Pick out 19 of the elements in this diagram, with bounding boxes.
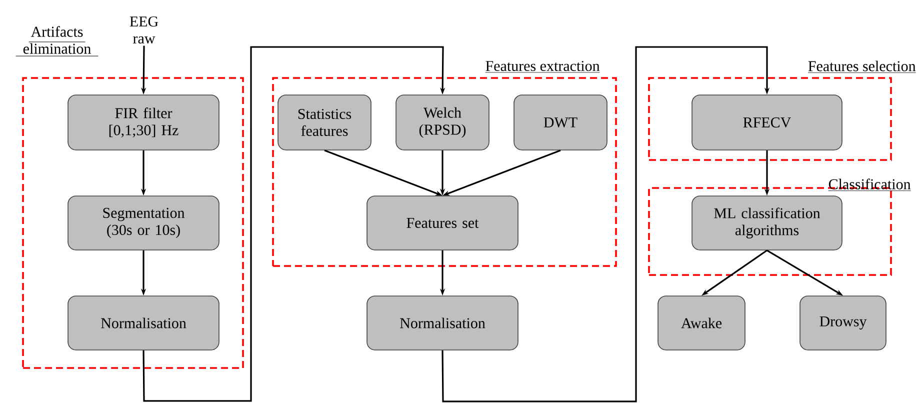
process-box: Statistics features [278,94,372,150]
input-label: EEG raw [130,16,158,44]
node-label: Artifacts elimination [23,26,91,54]
process-box: Normalisation [366,296,518,350]
arrow [142,46,446,402]
process-box: ML classification algorithms [692,196,842,250]
process-box: Welch (RPSD) [396,94,490,150]
node-label: Features selection [808,60,916,72]
process-box: RFECV [692,94,842,150]
node-label: Classification [828,178,911,190]
process-box: DWT [514,94,608,150]
process-box: Normalisation [68,296,220,350]
process-box: Features set [366,196,518,250]
arrow [442,46,770,402]
process-box: FIR filter [0,1;30] Hz [68,94,220,150]
process-box: Drowsy [800,296,886,350]
process-box: Segmentation (30s or 10s) [68,196,220,250]
node-label: Features extraction [486,60,600,72]
process-box: Awake [658,296,746,350]
